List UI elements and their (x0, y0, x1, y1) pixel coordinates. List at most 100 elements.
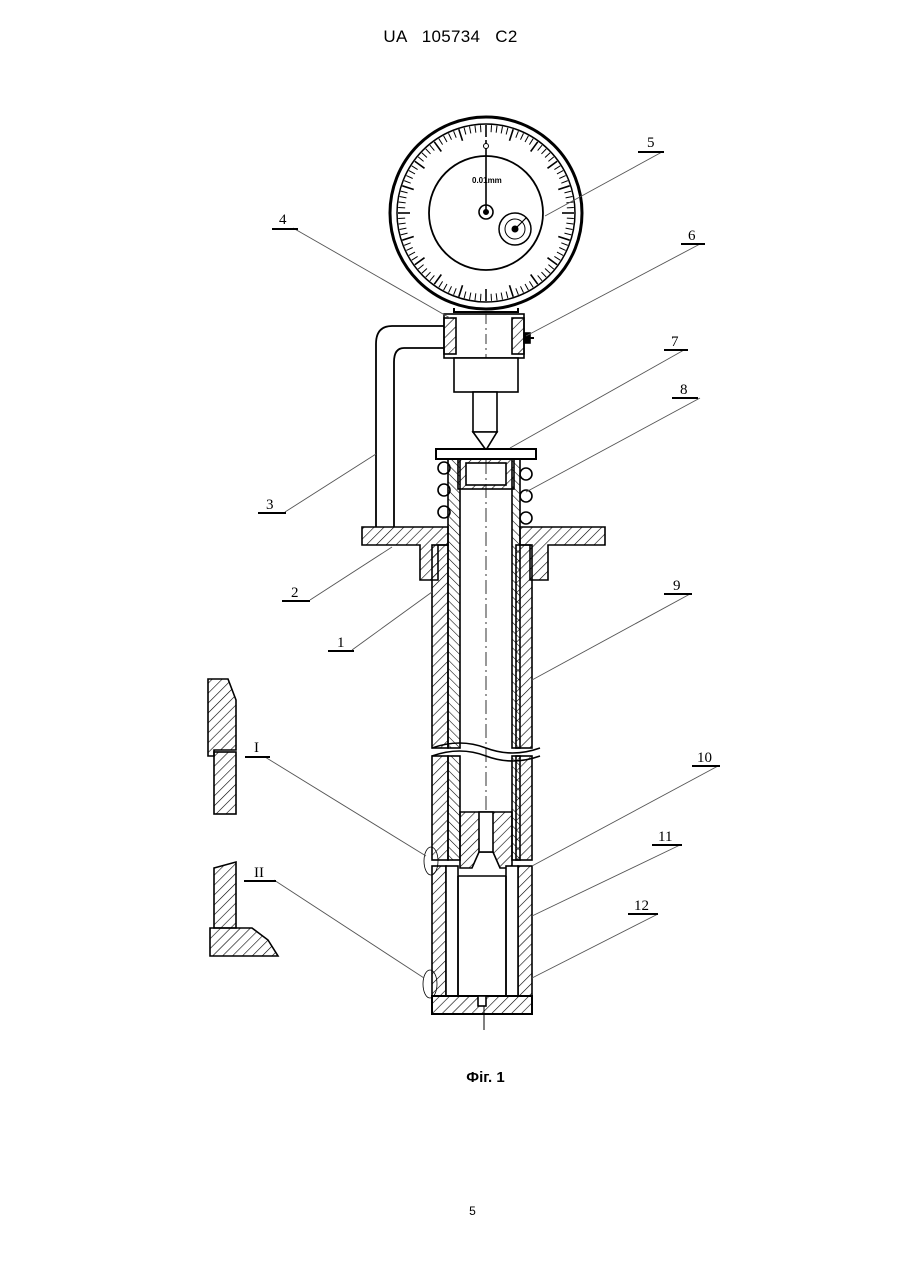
dial-tick (434, 274, 441, 284)
callout-11: 11 (658, 829, 672, 845)
callout-7: 7 (671, 334, 679, 350)
dial-tick (547, 161, 557, 168)
dial-indicator: 0.01mm (390, 117, 582, 312)
gauge-holder (444, 314, 534, 450)
dial-tick (449, 286, 452, 292)
dial-tick (548, 157, 553, 161)
dial-tick (520, 133, 523, 139)
dial-tick (496, 293, 497, 300)
dial-tick (459, 285, 463, 296)
dial-tick (506, 128, 508, 135)
dial-tick (470, 293, 471, 300)
callout-i: I (254, 740, 259, 756)
dial-tick (415, 161, 425, 168)
dial-tick (516, 131, 519, 138)
flange-base (362, 527, 605, 580)
dial-tick (516, 288, 519, 295)
callout-labels: 4 5 6 7 8 3 2 1 9 I 10 11 II 12 (254, 135, 712, 914)
dial-tick (439, 281, 443, 287)
dial-tick (426, 149, 431, 154)
dial-tick (402, 186, 413, 190)
dial-tick (399, 223, 406, 224)
dial-tick (426, 272, 431, 277)
leader-lines (244, 152, 720, 978)
dial-tick (418, 265, 423, 269)
dial-tick (557, 171, 563, 174)
dial-tick (454, 131, 457, 138)
dial-tick (402, 236, 413, 240)
dial-tick (538, 145, 542, 150)
dial-tick (430, 275, 434, 280)
dial-tick (475, 293, 476, 300)
dial-tick (401, 233, 408, 235)
dial-tick (509, 129, 513, 140)
dial-tick (531, 142, 538, 152)
detail-view-ii (210, 862, 278, 956)
callout-5: 5 (647, 135, 655, 151)
dial-tick (434, 142, 441, 152)
callout-2: 2 (291, 585, 299, 601)
dial-tick (566, 223, 573, 224)
dial-tick (541, 149, 546, 154)
dial-tick (459, 129, 463, 140)
dial-tick (559, 247, 565, 250)
dial-tick (444, 136, 447, 142)
dial-tick (415, 258, 425, 265)
dial-tick (548, 265, 553, 269)
dial-tick (464, 291, 466, 298)
dial-tick (531, 274, 538, 284)
dial-tick (406, 176, 412, 179)
dial-unit-text: 0.01mm (472, 176, 502, 185)
dial-tick (525, 284, 528, 290)
dial-tick (501, 293, 502, 300)
dial-tick (509, 285, 513, 296)
dial-tick (444, 284, 447, 290)
support-rod (376, 326, 444, 527)
dial-tick (422, 153, 427, 158)
dial-tick (557, 252, 563, 255)
dial-tick (430, 145, 434, 150)
dial-tick (566, 228, 573, 229)
dial-tick (401, 191, 408, 193)
figure-caption: Фіг. 1 (0, 1069, 901, 1086)
dial-tick (545, 153, 550, 158)
detail-view-i (208, 679, 236, 814)
dial-tick (559, 176, 565, 179)
dial-tick (412, 256, 418, 260)
dial-tick (554, 166, 560, 170)
dial-tick (400, 228, 407, 229)
dial-tick (529, 281, 533, 287)
dial-tick (566, 197, 573, 198)
dial-tick (464, 128, 466, 135)
dial-tick (454, 288, 457, 295)
dial-tick (564, 191, 571, 193)
dial-tick (439, 139, 443, 145)
dial-tick (541, 272, 546, 277)
dial-tick (554, 256, 560, 260)
callout-4: 4 (279, 212, 287, 228)
dial-tick (404, 181, 411, 184)
dial-tick (406, 247, 412, 250)
callout-ii: II (254, 865, 264, 881)
dial-tick (525, 136, 528, 142)
page-number: 5 (0, 1204, 901, 1218)
dial-tick (538, 275, 542, 280)
callout-8: 8 (680, 382, 688, 398)
dial-tick (449, 133, 452, 139)
dial-tick (506, 291, 508, 298)
dial-tick (412, 166, 418, 170)
dial-tick (561, 181, 568, 184)
dial-tick (418, 157, 423, 161)
dial-tick (475, 126, 476, 133)
dial-tick (520, 286, 523, 292)
dial-tick (558, 236, 569, 240)
dial-tick (399, 202, 406, 203)
dial-tick (409, 171, 415, 174)
dial-tick (422, 268, 427, 273)
callout-1: 1 (337, 635, 345, 651)
dial-tick (470, 127, 471, 134)
callout-6: 6 (688, 228, 696, 244)
dial-tick (561, 243, 568, 246)
dial-tick (529, 139, 533, 145)
callout-12: 12 (634, 898, 649, 914)
